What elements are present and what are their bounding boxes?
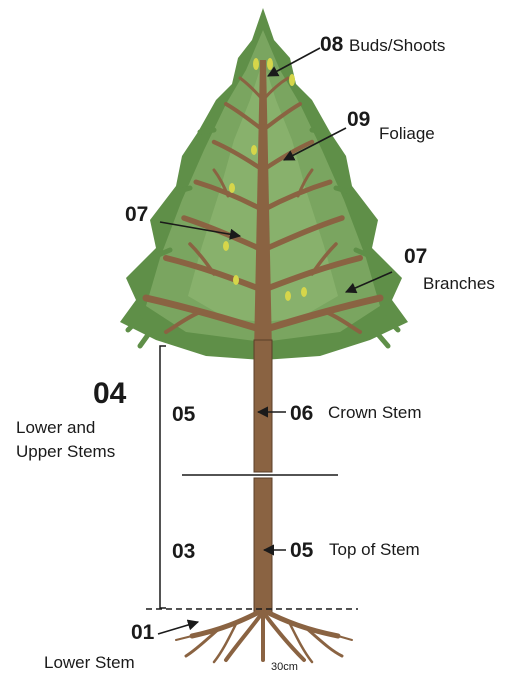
branches-label: Branches xyxy=(423,275,495,292)
stems-group-line1: Lower and xyxy=(16,419,95,436)
branches-number: 07 xyxy=(404,246,427,267)
stems-group-line2: Upper Stems xyxy=(16,443,115,460)
top-of-stem-number: 05 xyxy=(290,540,313,561)
foliage-number: 09 xyxy=(347,109,370,130)
crown-stem-number: 06 xyxy=(290,403,313,424)
buds-number: 08 xyxy=(320,34,343,55)
buds-label: Buds/Shoots xyxy=(349,37,445,54)
lower-stem-number: 01 xyxy=(131,622,154,643)
upper-segment-number: 05 xyxy=(172,404,195,425)
foliage-label: Foliage xyxy=(379,125,435,142)
lower-segment-number: 03 xyxy=(172,541,195,562)
stems-group-number: 04 xyxy=(93,379,126,409)
inner-branch-number: 07 xyxy=(125,204,148,225)
stems-bracket xyxy=(160,346,166,608)
crown-stem-label: Crown Stem xyxy=(328,404,422,421)
lower-stem-label: Lower Stem xyxy=(44,654,135,671)
top-of-stem-label: Top of Stem xyxy=(329,541,420,558)
arrow-lower-stem xyxy=(158,622,198,634)
roots xyxy=(176,610,352,662)
depth-label: 30cm xyxy=(271,662,298,673)
